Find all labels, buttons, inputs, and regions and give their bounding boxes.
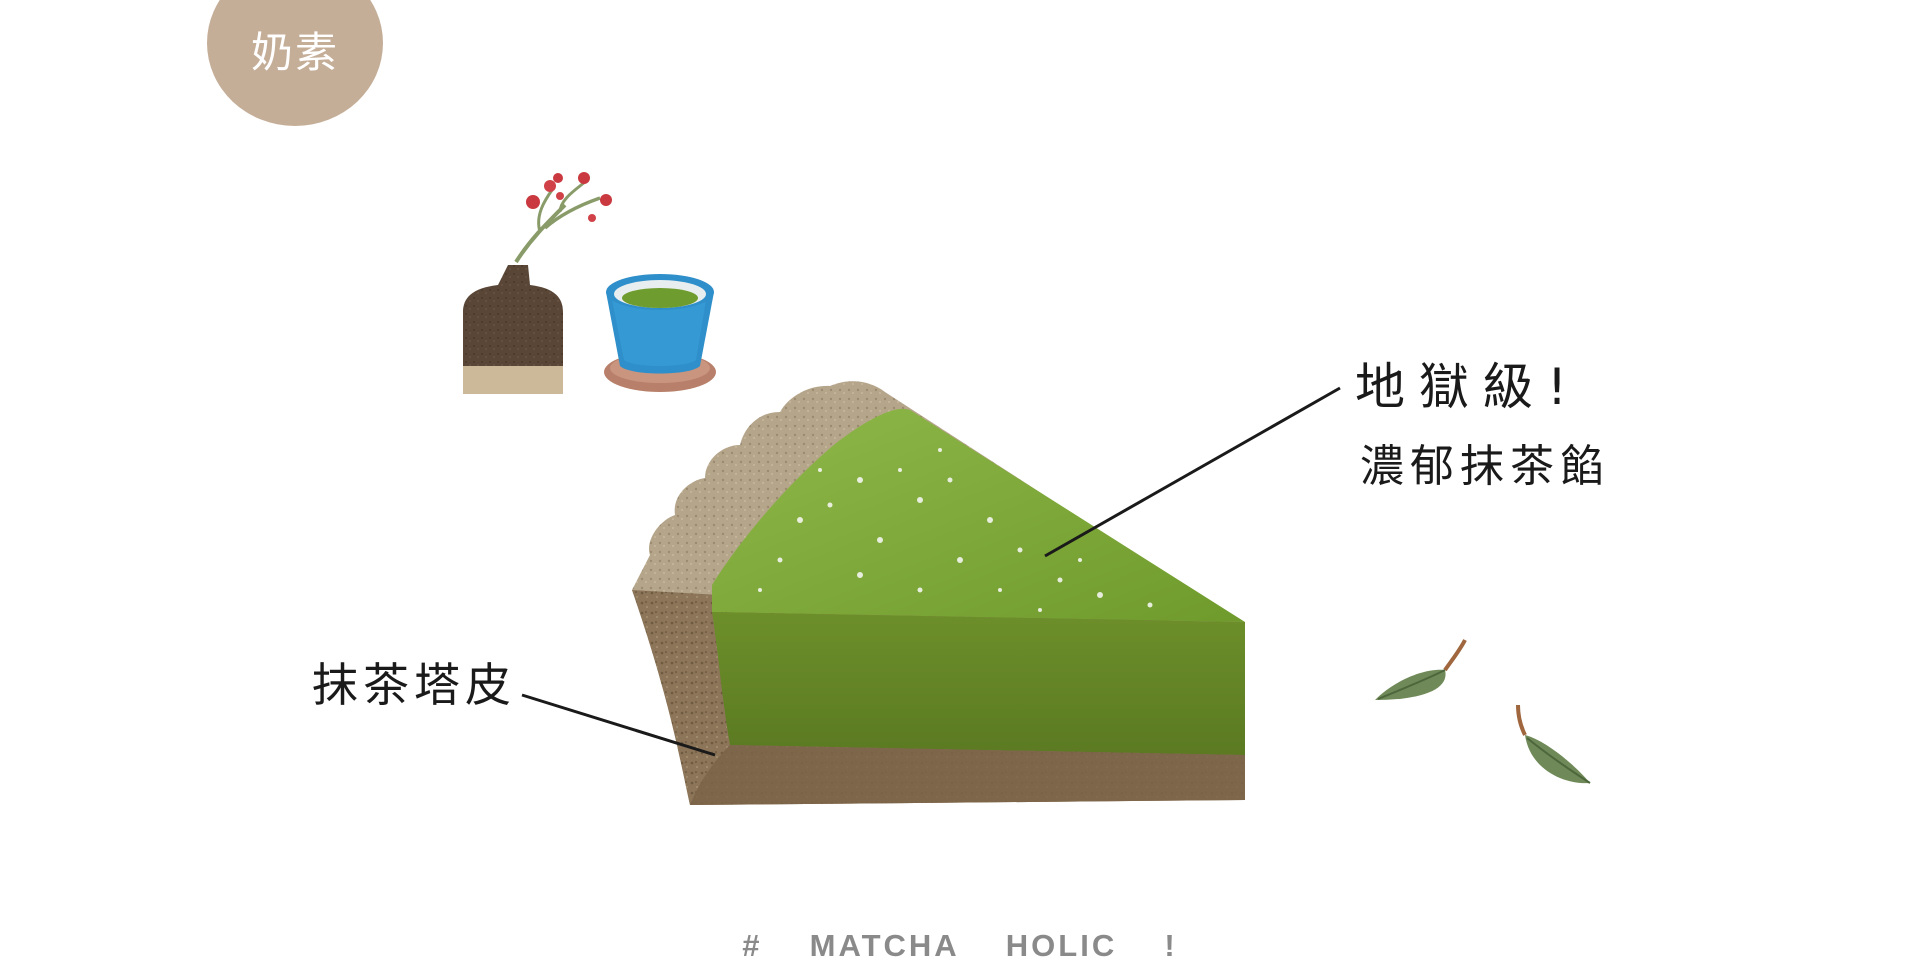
filling-leader-line bbox=[1044, 386, 1341, 558]
tea-leaf-icon bbox=[1516, 704, 1591, 784]
vase-with-red-berries-icon bbox=[463, 172, 612, 394]
filling-description: 濃郁抹茶餡 bbox=[1360, 441, 1610, 492]
crust-leader-line bbox=[521, 693, 716, 757]
filling-title: 地獄級! bbox=[1355, 358, 1582, 416]
diet-badge: 奶素 bbox=[207, 0, 383, 126]
tea-leaf-icon bbox=[1375, 639, 1467, 700]
matcha-cup-icon bbox=[604, 274, 716, 392]
matcha-tart-slice bbox=[632, 381, 1245, 805]
diet-badge-label: 奶素 bbox=[250, 28, 339, 77]
hashtag-caption: # MATCHA HOLIC ! bbox=[742, 928, 1178, 963]
crust-label: 抹茶塔皮 bbox=[312, 658, 516, 712]
